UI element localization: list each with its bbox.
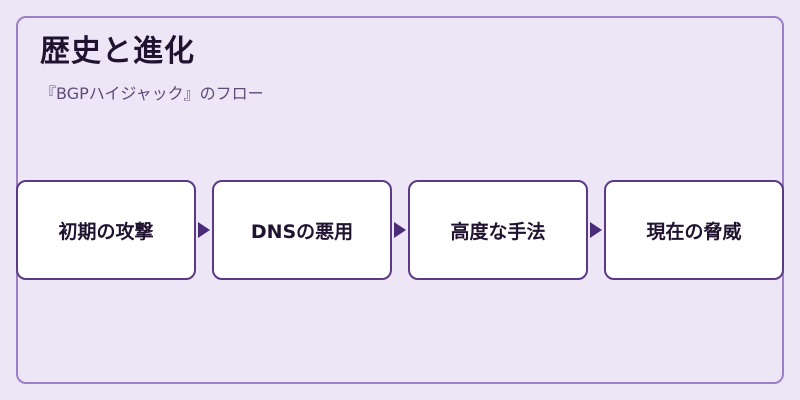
flow-arrow-1: [198, 222, 210, 238]
flow-steps: 初期の攻撃 DNSの悪用 高度な手法 現在の脅威: [16, 180, 784, 280]
flow-arrow-3: [590, 222, 602, 238]
flow-step-2: DNSの悪用: [212, 180, 392, 280]
flow-step-4: 現在の脅威: [604, 180, 784, 280]
page-title: 歴史と進化: [40, 34, 195, 69]
page-subtitle: 『BGPハイジャック』のフロー: [40, 84, 264, 103]
flow-step-1: 初期の攻撃: [16, 180, 196, 280]
flow-arrow-2: [394, 222, 406, 238]
flow-step-3: 高度な手法: [408, 180, 588, 280]
